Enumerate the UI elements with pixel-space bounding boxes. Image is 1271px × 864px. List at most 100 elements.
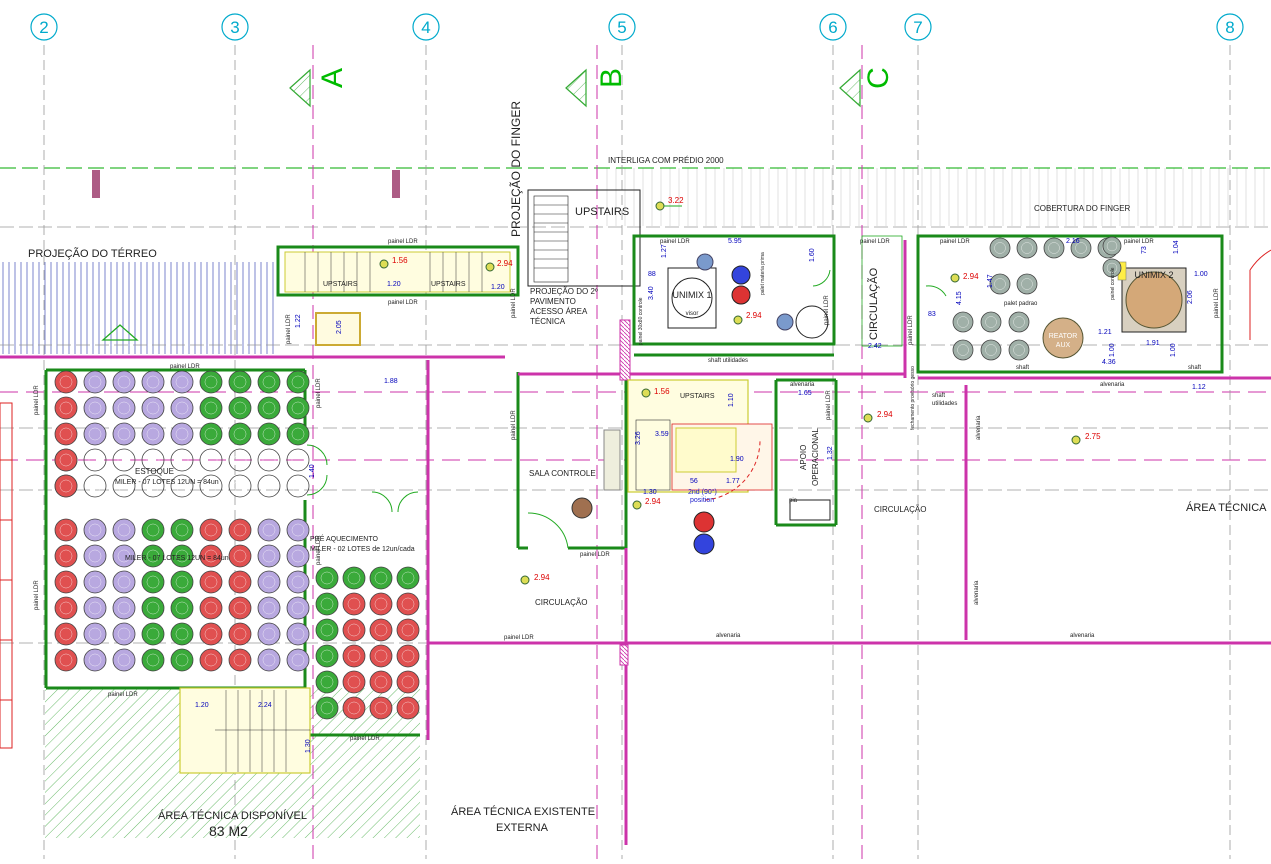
drum [170, 596, 194, 620]
cobertura-label: COBERTURA DO FINGER [1034, 204, 1131, 213]
drum [83, 370, 107, 394]
alvenaria-label: alvenaria [790, 382, 815, 388]
drum [315, 670, 339, 694]
drum-group-estoque [54, 370, 310, 498]
svg-text:1.56: 1.56 [654, 387, 670, 396]
drum [342, 696, 366, 720]
svg-text:1.77: 1.77 [726, 478, 740, 485]
drum [286, 448, 310, 472]
walls-magenta [0, 240, 1271, 845]
level-marker: 2.94 [950, 272, 979, 283]
drum [1102, 236, 1122, 256]
svg-text:painel LDR: painel LDR [316, 378, 322, 408]
svg-text:2.94: 2.94 [534, 573, 550, 582]
svg-text:painel LDR: painel LDR [504, 635, 534, 641]
drum-group-pre-aquecimento [315, 566, 420, 720]
stair-bottom [179, 687, 311, 774]
drum [170, 474, 194, 498]
svg-text:2.42: 2.42 [868, 343, 882, 350]
drum [54, 648, 78, 672]
svg-text:73: 73 [1141, 246, 1148, 254]
drum [286, 596, 310, 620]
svg-text:83: 83 [928, 311, 936, 318]
level-marker: 2.94 [863, 410, 893, 423]
drum [369, 696, 393, 720]
drum [342, 670, 366, 694]
svg-text:5: 5 [617, 18, 626, 37]
svg-text:2.94: 2.94 [746, 311, 762, 320]
drum [396, 566, 420, 590]
drum [112, 622, 136, 646]
shaft-right-label: shaft [1188, 365, 1201, 371]
drum [257, 544, 281, 568]
control-desk [603, 429, 621, 491]
swing-path [704, 439, 761, 501]
drum [83, 570, 107, 594]
dimension-labels: 5.95 1.60 1.20 1.20 1.22 2.05 1.88 3.40 … [195, 238, 1208, 753]
circulacao-label-2: CIRCULAÇÃO [535, 598, 587, 607]
drum [315, 696, 339, 720]
drum [257, 474, 281, 498]
drum [396, 670, 420, 694]
svg-text:UNIMIX 2: UNIMIX 2 [1134, 270, 1173, 280]
terreo-projection-hatch [0, 262, 275, 354]
drum [83, 648, 107, 672]
drum [1016, 237, 1038, 259]
svg-text:2.94: 2.94 [963, 272, 979, 281]
red-drum [693, 511, 715, 533]
drum [396, 618, 420, 642]
drum [1102, 258, 1122, 278]
fechamento-label: fechamento provisório gesso [910, 366, 916, 430]
drum [286, 474, 310, 498]
left-frames [0, 402, 13, 749]
svg-text:painel LDR: painel LDR [908, 315, 914, 345]
column [92, 170, 100, 198]
svg-text:1.27: 1.27 [661, 244, 668, 258]
drum [257, 422, 281, 446]
estoque-label: ESTOQUE [135, 467, 174, 476]
svg-text:AUX: AUX [1056, 342, 1071, 349]
drum [257, 570, 281, 594]
svg-text:painel LDR: painel LDR [388, 239, 418, 245]
drum [141, 448, 165, 472]
worker [696, 253, 714, 271]
drum [112, 596, 136, 620]
grid-bubble-5: 5 [608, 13, 636, 41]
alvenaria-label: alvenaria [974, 580, 980, 605]
drum [286, 544, 310, 568]
drum [1016, 273, 1038, 295]
svg-text:painel LDR: painel LDR [170, 364, 200, 370]
drum [83, 596, 107, 620]
svg-text:1.20: 1.20 [387, 281, 401, 288]
svg-text:REATOR: REATOR [1049, 333, 1078, 340]
drum [170, 370, 194, 394]
drum [980, 311, 1002, 333]
externa-label: EXTERNA [496, 822, 549, 834]
svg-text:painel LDR: painel LDR [511, 288, 517, 318]
drum-group-right [989, 237, 1119, 295]
utilidades-label: utilidades [932, 401, 957, 407]
drum [141, 570, 165, 594]
drum [257, 596, 281, 620]
drum [989, 273, 1011, 295]
svg-text:painel LDR: painel LDR [660, 239, 690, 245]
drum [228, 518, 252, 542]
svg-text:7: 7 [913, 18, 922, 37]
svg-text:painel LDR: painel LDR [350, 736, 380, 742]
svg-text:1.00: 1.00 [1109, 343, 1116, 357]
svg-text:1.10: 1.10 [728, 393, 735, 407]
drum [112, 544, 136, 568]
circular-tank [795, 305, 829, 339]
operacional-label: OPERACIONAL [811, 428, 820, 486]
svg-text:2.16: 2.16 [1066, 238, 1080, 245]
drum [1008, 339, 1030, 361]
blue-drum [693, 533, 715, 555]
level-marker: 2.94 [733, 311, 762, 325]
section-marker-c: C [839, 67, 895, 108]
svg-text:2.06: 2.06 [1187, 290, 1194, 304]
drum [170, 422, 194, 446]
circulation-strip [861, 235, 903, 347]
drum [170, 396, 194, 420]
svg-text:painel LDR: painel LDR [580, 552, 610, 558]
